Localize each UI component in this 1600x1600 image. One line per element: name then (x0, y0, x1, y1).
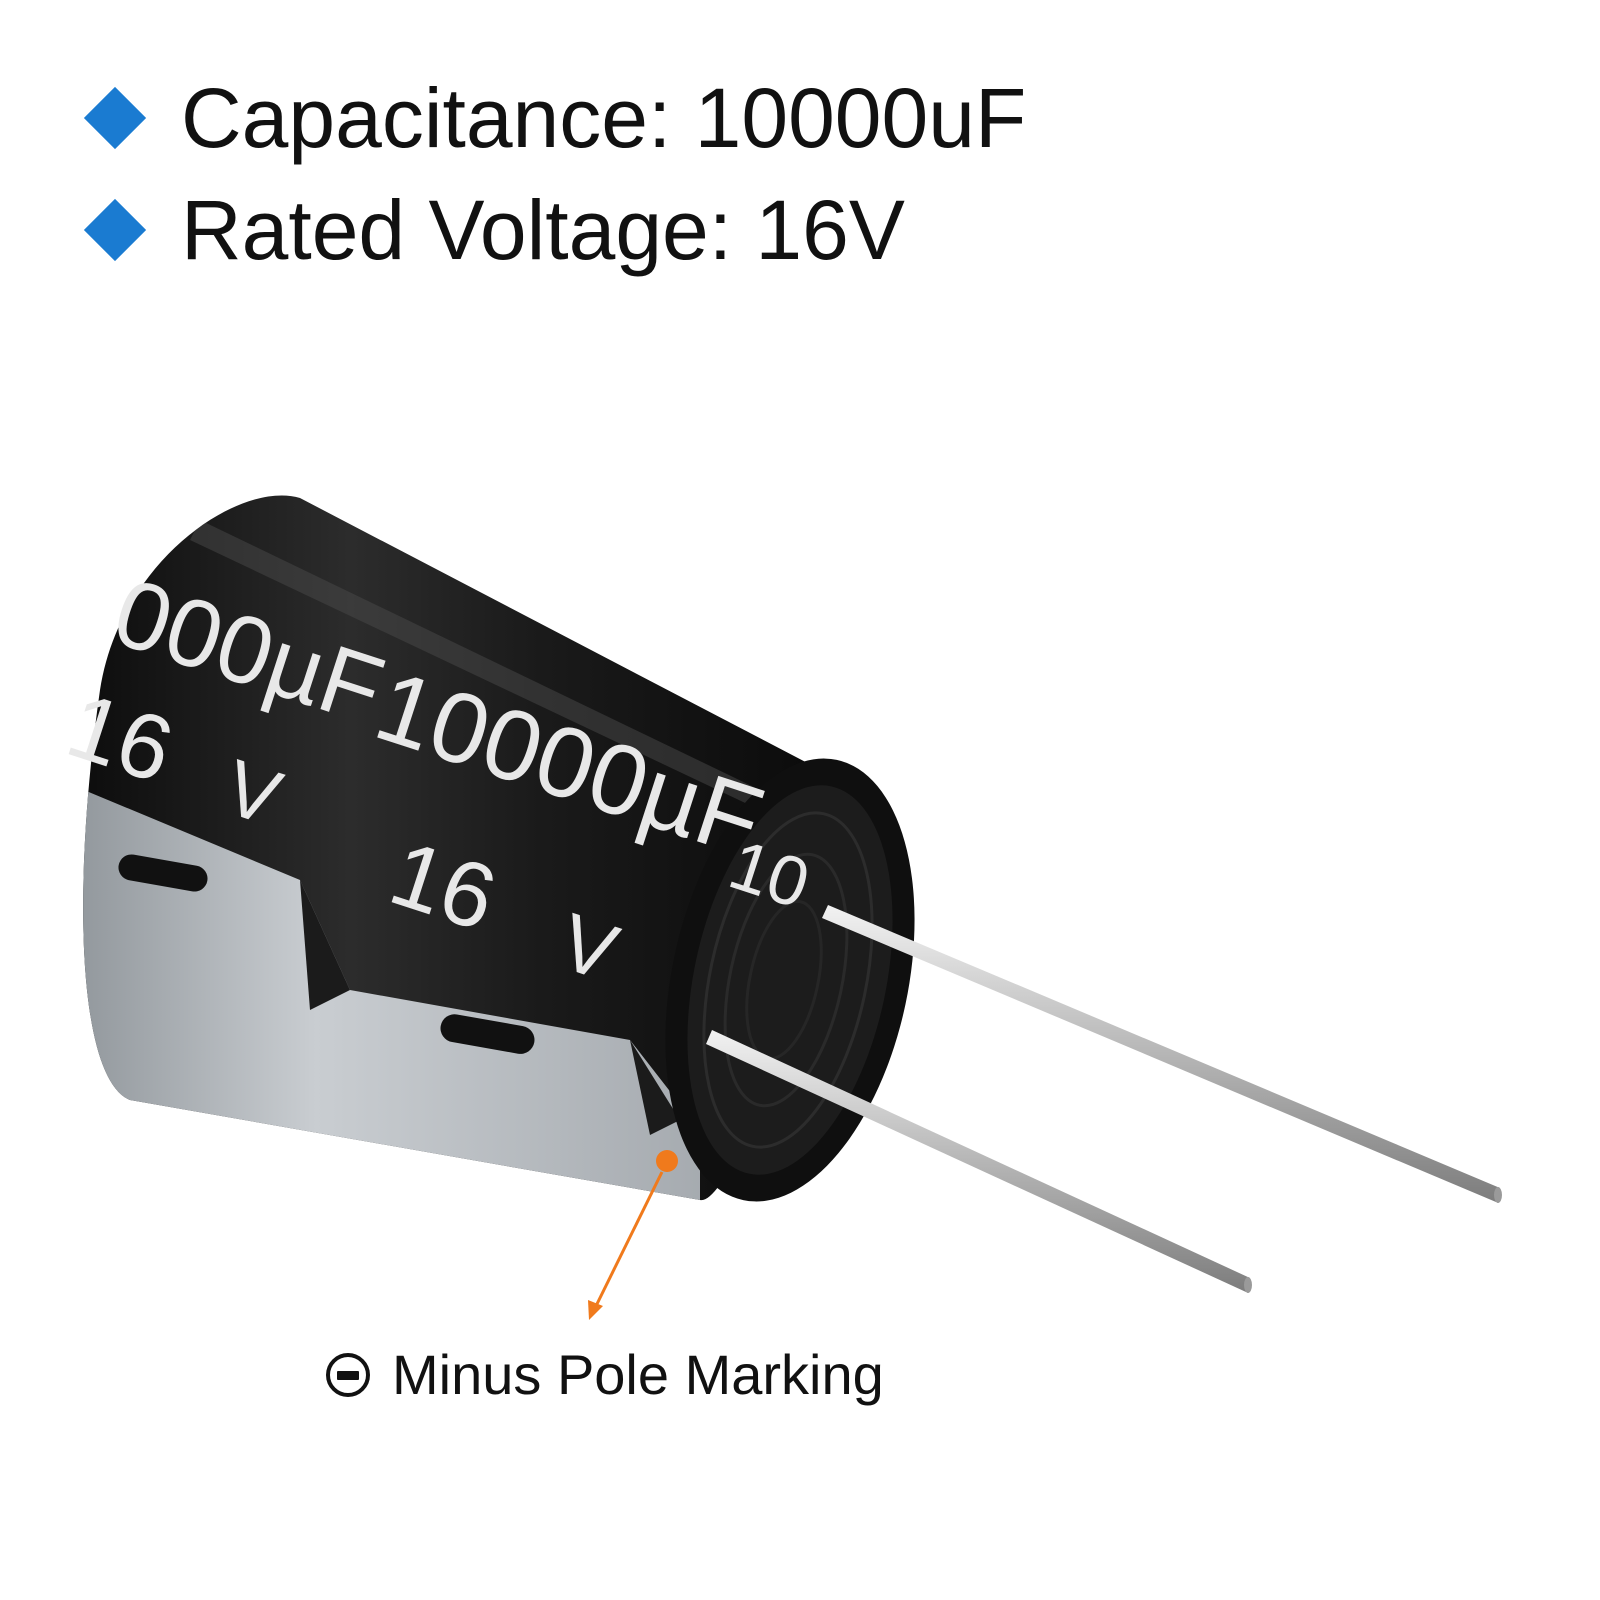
minus-pole-callout: Minus Pole Marking (326, 1340, 884, 1410)
capacitor-leads (706, 905, 1502, 1293)
minus-pole-pointer (588, 1150, 678, 1320)
spec-capacitance: Capacitance: 10000uF (83, 68, 1027, 168)
spec-rated-voltage: Rated Voltage: 16V (83, 180, 905, 280)
minus-circle-icon (326, 1353, 370, 1397)
spec-label: Capacitance: 10000uF (181, 71, 1027, 165)
capacitor-body (83, 495, 915, 1202)
spec-label: Rated Voltage: 16V (181, 183, 905, 277)
callout-label: Minus Pole Marking (392, 1343, 884, 1406)
